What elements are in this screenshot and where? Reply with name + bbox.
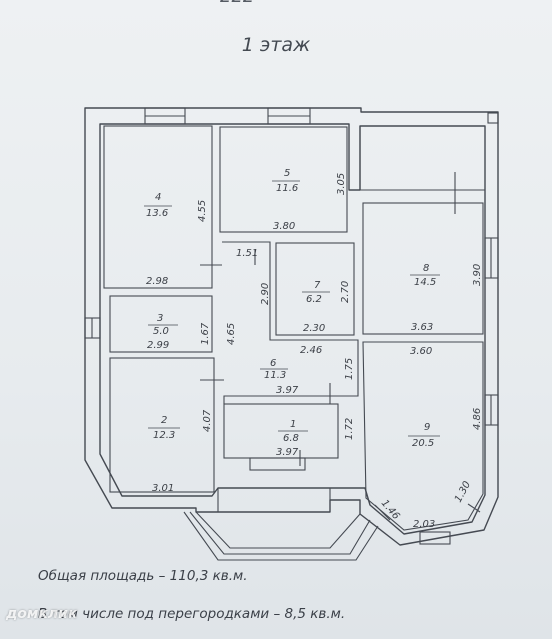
dim-2-98: 2.98 xyxy=(146,276,168,287)
watermark: домклик xyxy=(6,606,78,622)
dim-1-46: 1.46 xyxy=(379,498,402,522)
room-5-area: 11.6 xyxy=(276,183,298,194)
dim-2-30: 2.30 xyxy=(303,323,325,334)
dim-1-51: 1.51 xyxy=(236,248,258,259)
dim-2-90: 2.90 xyxy=(260,283,271,305)
room-5-number: 5 xyxy=(284,168,290,179)
room-4-area: 13.6 xyxy=(146,208,168,219)
room-7-area: 6.2 xyxy=(306,294,322,305)
total-area-note: Общая площадь – 110,3 кв.м. xyxy=(38,568,248,584)
dim-1-30: 1.30 xyxy=(453,480,473,505)
room-1-area: 6.8 xyxy=(283,433,299,444)
dim-2-70: 2.70 xyxy=(340,281,351,303)
dim-3-63: 3.63 xyxy=(411,322,433,333)
room-9-number: 9 xyxy=(424,422,430,433)
dim-2-99: 2.99 xyxy=(147,340,169,351)
room-3-area: 5.0 xyxy=(153,326,169,337)
dim-3-01: 3.01 xyxy=(152,483,174,494)
room-9-area: 20.5 xyxy=(412,438,434,449)
room-7-number: 7 xyxy=(314,280,321,291)
outer-wall-outer xyxy=(84,107,499,546)
dim-3-90: 3.90 xyxy=(472,264,483,286)
room-3 xyxy=(109,295,213,353)
room-2 xyxy=(109,357,215,493)
room-9 xyxy=(362,341,484,531)
room-2-area: 12.3 xyxy=(153,430,175,441)
room-4 xyxy=(103,125,213,289)
room-8-number: 8 xyxy=(423,263,429,274)
room-6 xyxy=(222,241,359,404)
dim-1-67: 1.67 xyxy=(200,322,211,345)
dim-4-07: 4.07 xyxy=(202,409,213,432)
dim-3-80: 3.80 xyxy=(273,221,295,232)
room-1-number: 1 xyxy=(290,419,296,430)
room-2-number: 2 xyxy=(161,415,167,426)
room-8-area: 14.5 xyxy=(414,277,436,288)
dim-3-05: 3.05 xyxy=(336,173,347,195)
room-5 xyxy=(219,126,348,233)
dim-2-03: 2.03 xyxy=(413,519,435,530)
dim-3-97-hall: 3.97 xyxy=(276,385,299,396)
room-8 xyxy=(362,202,484,335)
floor-title: 1 этаж xyxy=(241,34,311,56)
dim-4-55: 4.55 xyxy=(197,200,208,222)
room-6-area: 11.3 xyxy=(264,370,286,381)
header-fragment: 222 xyxy=(220,0,254,7)
room-7 xyxy=(275,242,355,336)
dim-4-65: 4.65 xyxy=(226,323,237,345)
room-6-number: 6 xyxy=(270,358,276,369)
dim-3-60: 3.60 xyxy=(410,346,432,357)
outer-wall-inner xyxy=(99,123,486,535)
dim-1-72: 1.72 xyxy=(344,418,355,440)
partitions-note: В том числе под перегородками – 8,5 кв.м… xyxy=(38,606,346,622)
dim-3-97-room1: 3.97 xyxy=(276,447,299,458)
porch-block xyxy=(359,126,485,191)
dim-2-46: 2.46 xyxy=(300,345,322,356)
dim-1-75: 1.75 xyxy=(344,358,355,380)
dim-4-86: 4.86 xyxy=(472,408,483,430)
room-4-number: 4 xyxy=(155,192,161,203)
room-3-number: 3 xyxy=(157,313,163,324)
